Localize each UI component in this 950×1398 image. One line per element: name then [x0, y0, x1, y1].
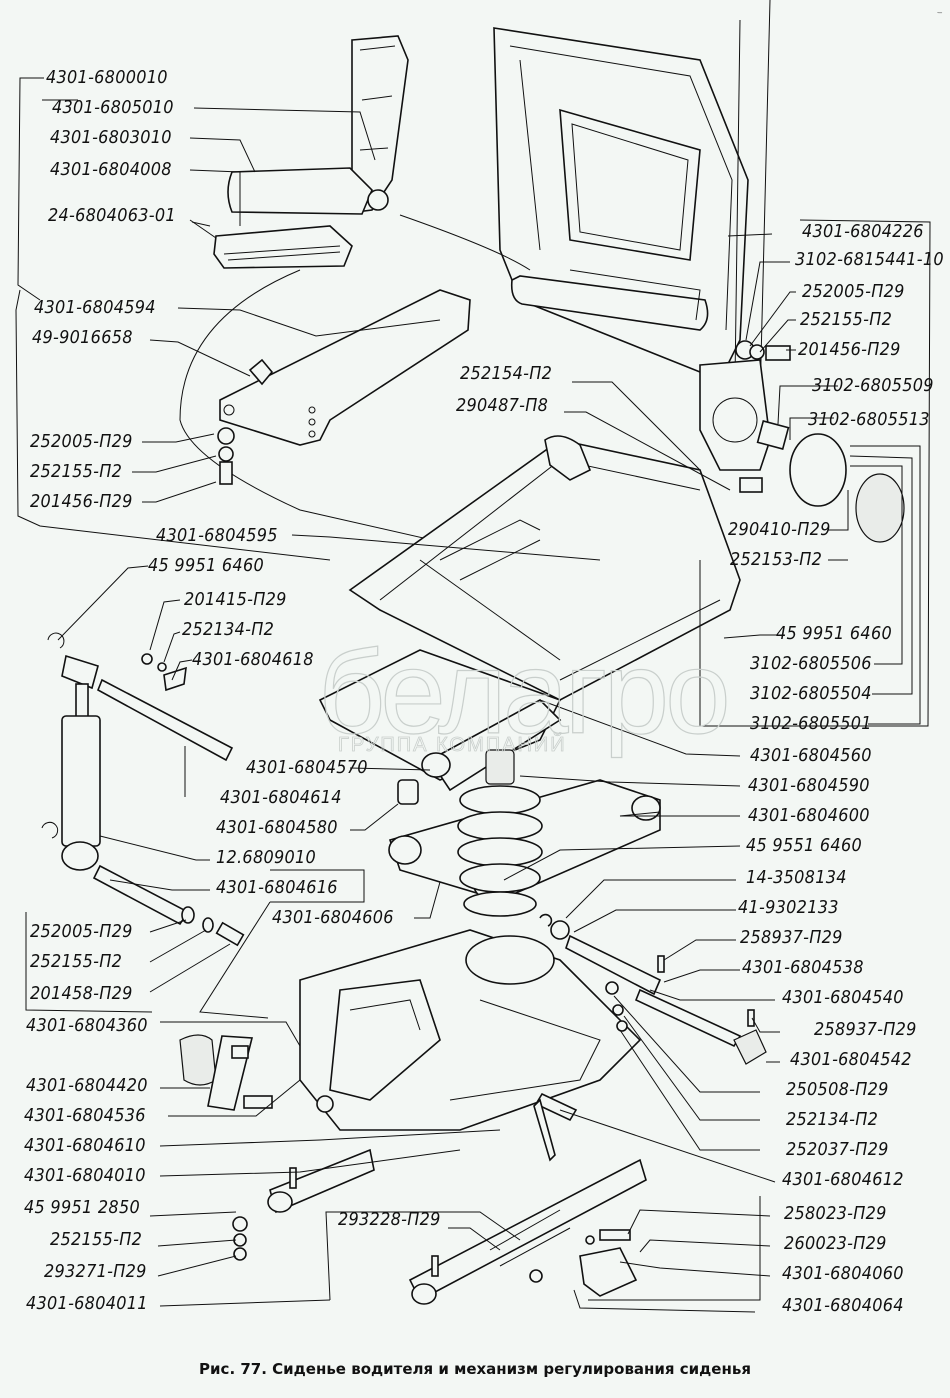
part-label: 252134-П2 [786, 1110, 879, 1130]
part-label: 41-9302133 [738, 898, 839, 918]
part-label: 12.6809010 [216, 848, 317, 868]
leader-lines [15, 77, 931, 1313]
part-label: 252005-П29 [802, 282, 905, 302]
part-label: 201458-П29 [30, 984, 133, 1004]
adjustment-screw [533, 913, 767, 1162]
part-label: 4301-6804560 [750, 746, 872, 766]
part-label: 252155-П2 [800, 310, 893, 330]
part-label: 4301-6804600 [748, 806, 870, 826]
seat-back-frame [493, 0, 771, 401]
part-label: 45 9951 6460 [776, 624, 892, 644]
corner-mark: ᠊─ [937, 10, 942, 17]
part-label: 252155-П2 [30, 462, 123, 482]
part-label: 201456-П29 [798, 340, 901, 360]
mounting-bracket [217, 289, 471, 485]
figure-caption: Рис. 77. Сиденье водителя и механизм рег… [199, 1360, 751, 1378]
part-label: 45 9951 6460 [148, 556, 264, 576]
part-label: 252037-П29 [786, 1140, 889, 1160]
part-label: 4301-6804580 [216, 818, 338, 838]
part-label: 4301-6804060 [782, 1264, 904, 1284]
part-label: 4301-6804610 [24, 1136, 146, 1156]
part-label: 3102-6805506 [750, 654, 872, 674]
part-label: 4301-6804612 [782, 1170, 904, 1190]
part-label: 4301-6804226 [802, 222, 924, 242]
part-label: 3102-6805509 [812, 376, 934, 396]
part-label: 293228-П29 [338, 1210, 441, 1230]
part-label: 201456-П29 [30, 492, 133, 512]
part-label: 3102-6805513 [808, 410, 930, 430]
part-label: 49-9016658 [32, 328, 133, 348]
upper-seat-frame [348, 435, 741, 701]
seat-base [179, 929, 642, 1131]
part-label: 4301-6804538 [742, 958, 864, 978]
part-label: 252155-П2 [50, 1230, 143, 1250]
part-label: 290487-П8 [456, 396, 549, 416]
part-label: 4301-6804570 [246, 758, 368, 778]
part-label: 3102-6805504 [750, 684, 872, 704]
part-label: 252155-П2 [30, 952, 123, 972]
part-label: 258937-П29 [740, 928, 843, 948]
part-label: 4301-6804008 [50, 160, 172, 180]
part-label: 4301-6804064 [782, 1296, 904, 1316]
part-label: 4301-6804606 [272, 908, 394, 928]
part-label: 4301-6804618 [192, 650, 314, 670]
part-label: 4301-6804616 [216, 878, 338, 898]
part-label: 4301-6803010 [50, 128, 172, 148]
part-label: 4301-6804595 [156, 526, 278, 546]
part-label: 4301-6804614 [220, 788, 342, 808]
part-label: 201415-П29 [184, 590, 287, 610]
watermark-brand: белагро [317, 626, 731, 759]
seat-assembly-thumbnail [189, 35, 409, 269]
part-label: 4301-6805010 [52, 98, 174, 118]
part-label: 252134-П2 [182, 620, 275, 640]
part-label: 4301-6804011 [26, 1294, 148, 1314]
shock-absorber [41, 632, 245, 947]
part-label: 260023-П29 [784, 1234, 887, 1254]
coil-spring [397, 749, 543, 917]
part-label: 45 9551 6460 [746, 836, 862, 856]
part-label: 4301-6804420 [26, 1076, 148, 1096]
part-label: 258023-П29 [784, 1204, 887, 1224]
part-label: 4301-6804594 [34, 298, 156, 318]
seat-cushion-outline [179, 214, 531, 561]
part-label: 252154-П2 [460, 364, 553, 384]
part-label: 252005-П29 [30, 432, 133, 452]
part-label: 3102-6815441-10 [795, 250, 944, 270]
part-label: 4301-6804536 [24, 1106, 146, 1126]
part-label: 14-3508134 [746, 868, 847, 888]
part-label: 4301-6804540 [782, 988, 904, 1008]
part-label: 4301-6804542 [790, 1050, 912, 1070]
part-label: 290410-П29 [728, 520, 831, 540]
part-label: 24-6804063-01 [48, 206, 176, 226]
part-label: 45 9951 2850 [24, 1198, 140, 1218]
part-label: 4301-6804360 [26, 1016, 148, 1036]
part-label: 3102-6805501 [750, 714, 872, 734]
part-label: 250508-П29 [786, 1080, 889, 1100]
recliner-mechanism [699, 340, 905, 543]
part-label: 4301-6804590 [748, 776, 870, 796]
part-label: 258937-П29 [814, 1020, 917, 1040]
part-label: 4301-6800010 [46, 68, 168, 88]
part-label: 252005-П29 [30, 922, 133, 942]
part-label: 252153-П2 [730, 550, 823, 570]
part-label: 293271-П29 [44, 1262, 147, 1282]
watermark-tagline: ГРУППА КОМПАНИЙ [338, 734, 567, 757]
part-label: 4301-6804010 [24, 1166, 146, 1186]
